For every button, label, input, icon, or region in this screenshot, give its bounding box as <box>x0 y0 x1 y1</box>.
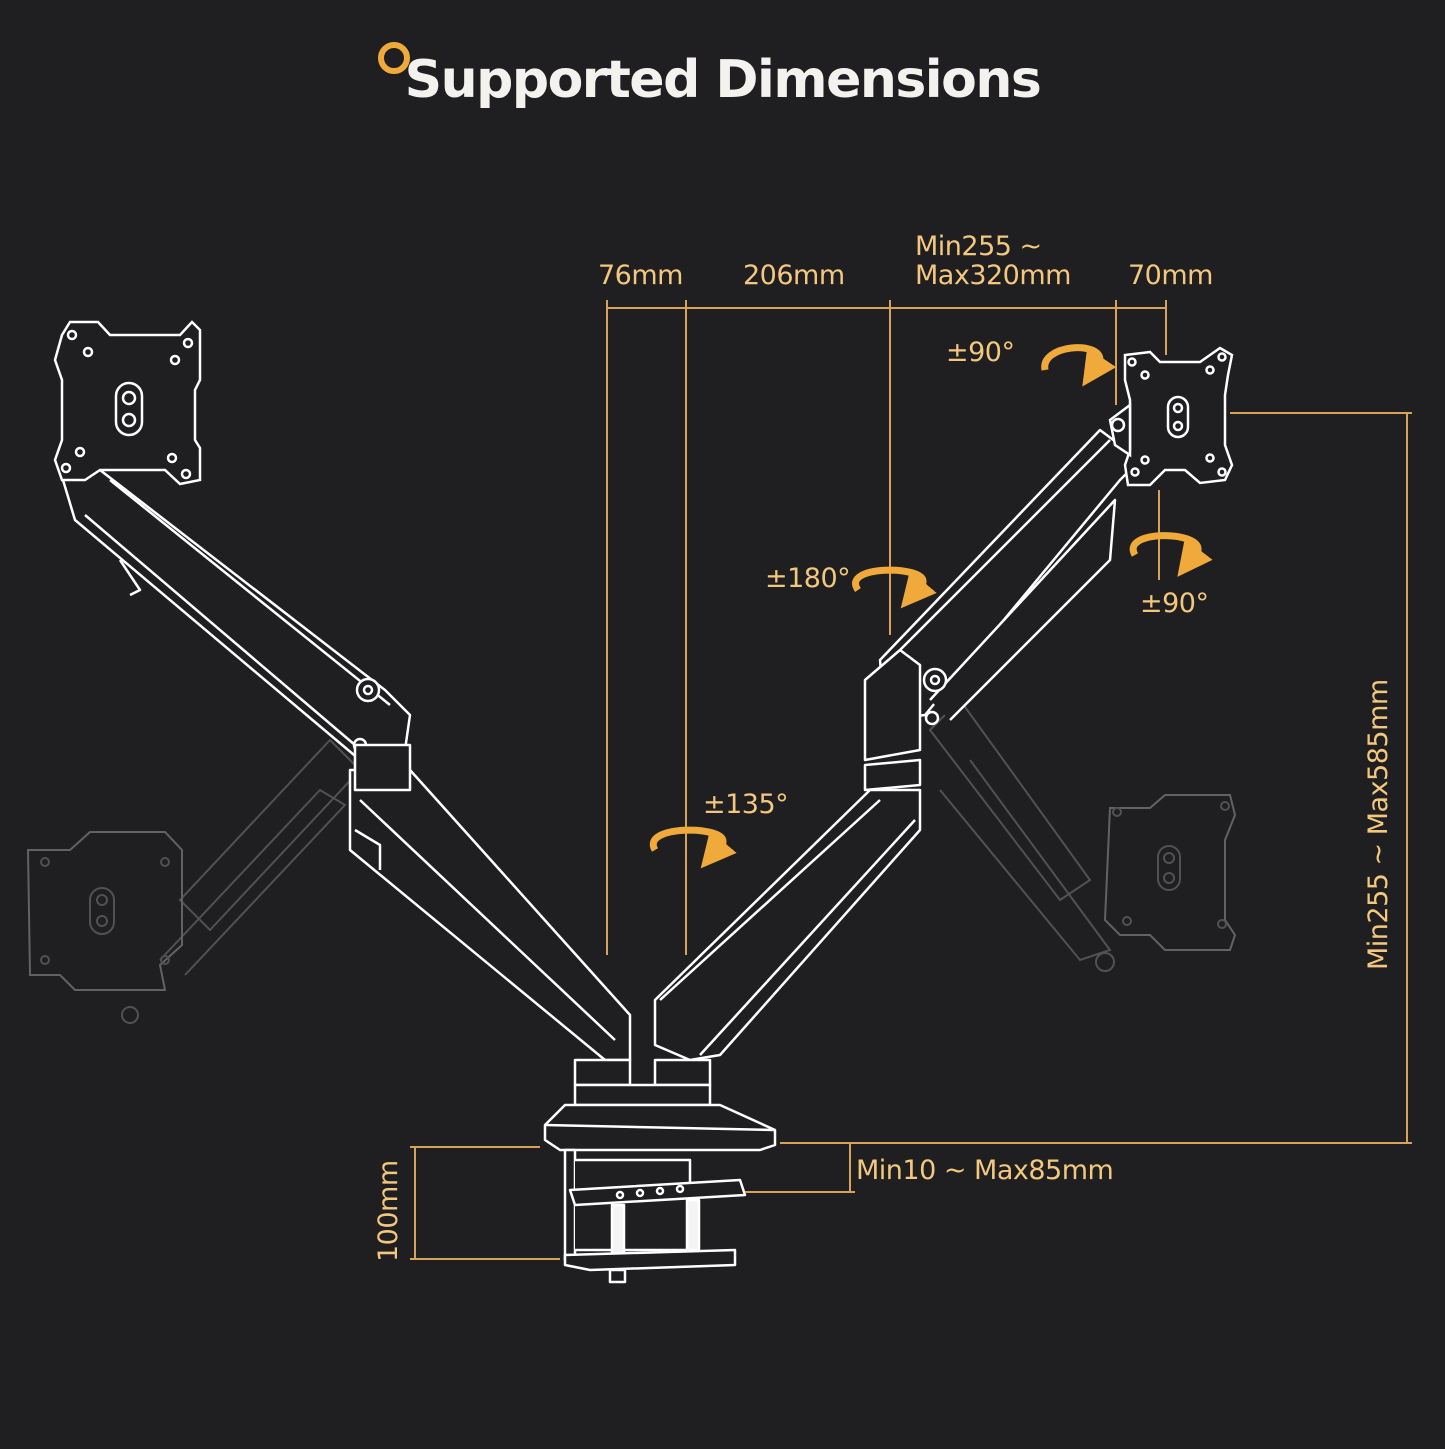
dimension-arm-segment-2-max: Max320mm <box>915 260 1071 291</box>
rotate-arrow-icon <box>1041 344 1117 387</box>
right-arm <box>653 428 1142 1062</box>
ghost-right-arm <box>928 698 1237 972</box>
title-accent-ring-icon <box>378 42 410 74</box>
right-vesa-plate <box>1108 346 1234 487</box>
ghost-left-arm <box>26 738 362 1024</box>
rotation-base-swivel: ±135° <box>703 789 789 820</box>
left-arm <box>58 468 632 1062</box>
dimension-lines <box>410 300 1412 1260</box>
dimension-desk-thickness: Min10 ~ Max85mm <box>856 1155 1114 1186</box>
rotate-arrow-icon <box>1129 532 1213 577</box>
ghost-vesa-hole-icon <box>40 857 170 965</box>
rotation-arrows <box>649 344 1213 869</box>
dimension-height-range: Min255 ~ Max585mm <box>1363 679 1394 970</box>
rotation-vesa-swivel: ±90° <box>1140 588 1209 619</box>
rotation-vesa-tilt: ±90° <box>946 337 1015 368</box>
rotation-elbow-swivel: ±180° <box>765 563 851 594</box>
left-vesa-plate <box>53 320 202 486</box>
dimension-head-offset: 70mm <box>1128 260 1213 291</box>
rotate-arrow-icon <box>649 826 737 869</box>
page-title: Supported Dimensions <box>404 50 1042 110</box>
dimension-clamp-height: 100mm <box>373 1160 404 1262</box>
rotate-arrow-icon <box>852 566 937 609</box>
dimension-pole-offset: 76mm <box>598 260 683 291</box>
dimension-arm-segment-2-min: Min255 ~ <box>915 231 1042 262</box>
dimension-arm-segment-1: 206mm <box>743 260 845 291</box>
desk-clamp <box>543 1058 777 1284</box>
